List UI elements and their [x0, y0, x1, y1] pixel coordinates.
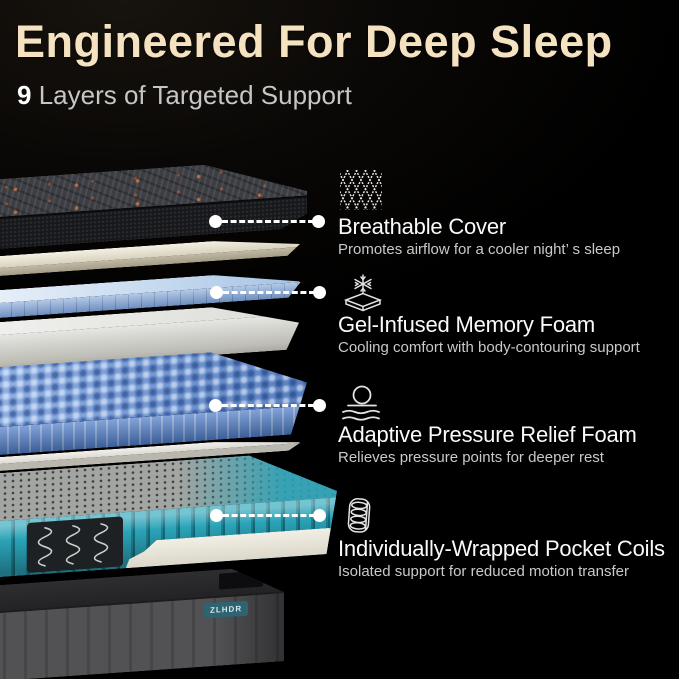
connector-dot	[313, 399, 326, 412]
connector-dot	[210, 509, 223, 522]
subtitle-text: Layers of Targeted Support	[31, 80, 352, 110]
page-subtitle: 9 Layers of Targeted Support	[17, 80, 352, 111]
callout-title: Gel-Infused Memory Foam	[338, 312, 596, 337]
connector-dot	[210, 286, 223, 299]
callout-gel-memory-foam: Gel-Infused Memory Foam Cooling comfort …	[338, 272, 673, 356]
mattress-base	[0, 564, 293, 679]
layer-pocket-coils	[0, 449, 337, 578]
connector-line-4	[223, 514, 315, 517]
connector-dot	[209, 215, 222, 228]
page-title: Engineered For Deep Sleep	[15, 16, 613, 67]
callout-title: Adaptive Pressure Relief Foam	[338, 422, 637, 447]
connector-line-1	[222, 220, 314, 223]
callout-title: Individually-Wrapped Pocket Coils	[338, 536, 665, 561]
callout-pressure-relief-foam: Adaptive Pressure Relief Foam Relieves p…	[338, 384, 673, 466]
subtitle-number: 9	[17, 80, 32, 110]
connector-dot	[313, 509, 326, 522]
callout-breathable-cover: Breathable Cover Promotes airflow for a …	[338, 170, 673, 258]
ball-on-waves-icon	[340, 384, 673, 422]
layer-breathable-cover	[0, 157, 307, 250]
connector-line-2	[223, 291, 315, 294]
snowflake-foam-layer-icon	[340, 272, 673, 312]
base-notch	[219, 571, 263, 590]
callout-desc: Cooling comfort with body-contouring sup…	[338, 339, 640, 356]
callout-pocket-coils: Individually-Wrapped Pocket Coils Isolat…	[338, 496, 673, 580]
pocket-coil-icon	[340, 496, 673, 536]
connector-dot	[312, 215, 325, 228]
callout-desc: Promotes airflow for a cooler night’ s s…	[338, 241, 621, 258]
mesh-weave-icon	[340, 170, 673, 214]
brand-tag: ZLHDR	[204, 600, 249, 619]
callout-desc: Isolated support for reduced motion tran…	[338, 563, 629, 580]
connector-dot	[313, 286, 326, 299]
callout-desc: Relieves pressure points for deeper rest	[338, 449, 604, 466]
connector-dot	[209, 399, 222, 412]
callout-title: Breathable Cover	[338, 214, 507, 239]
connector-line-3	[222, 404, 314, 407]
spring-cutaway	[27, 516, 123, 573]
